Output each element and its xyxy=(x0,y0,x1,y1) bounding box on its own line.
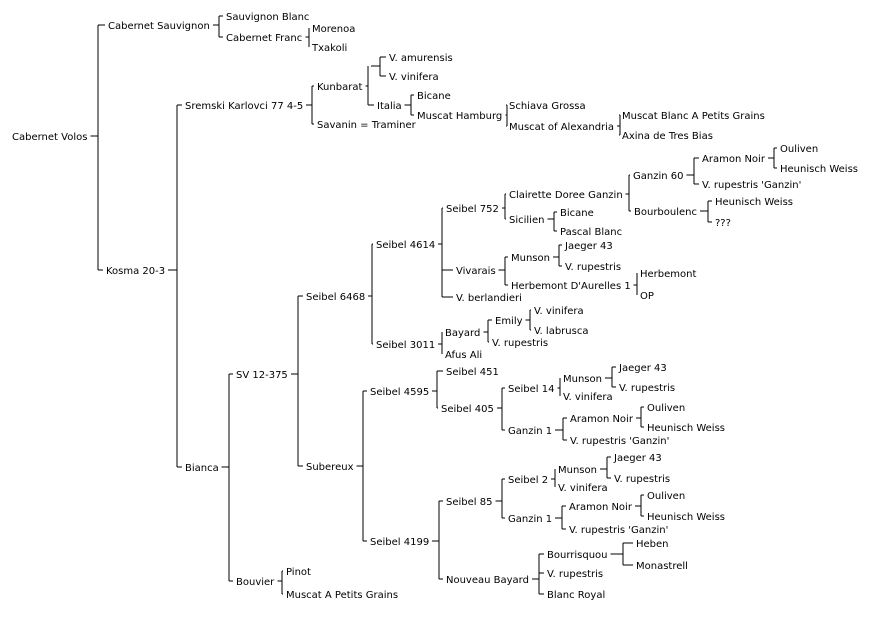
node-v-rupestris: V. rupestris xyxy=(492,338,548,349)
node-cabernet-volos: Cabernet Volos xyxy=(12,132,87,143)
node-bianca: Bianca xyxy=(185,463,219,474)
node-axina-de-tres-bias: Axina de Tres Bias xyxy=(622,131,713,142)
node-sauvignon-blanc: Sauvignon Blanc xyxy=(226,12,309,23)
node-ganzin-60: Ganzin 60 xyxy=(633,171,683,182)
node-cabernet-franc: Cabernet Franc xyxy=(226,33,302,44)
node-heunisch-weiss: Heunisch Weiss xyxy=(647,423,725,434)
node-ganzin-1: Ganzin 1 xyxy=(508,426,552,437)
node-munson: Munson xyxy=(563,374,602,385)
node-cabernet-sauvignon: Cabernet Sauvignon xyxy=(108,21,210,32)
node-v-rupestris: V. rupestris xyxy=(614,474,670,485)
node-aramon-noir: Aramon Noir xyxy=(569,502,633,513)
node-seibel-3011: Seibel 3011 xyxy=(376,340,435,351)
node-node: ??? xyxy=(715,218,731,229)
node-bouvier: Bouvier xyxy=(236,577,275,588)
node-kosma-20-3: Kosma 20-3 xyxy=(106,266,165,277)
node-herbemont-d-aurelles-1: Herbemont D'Aurelles 1 xyxy=(511,281,631,292)
node-bourboulenc: Bourboulenc xyxy=(634,207,697,218)
node-nouveau-bayard: Nouveau Bayard xyxy=(446,575,529,586)
node-jaeger-43: Jaeger 43 xyxy=(613,453,662,464)
node-sremski-karlovci-77-4-5: Sremski Karlovci 77 4-5 xyxy=(185,101,303,112)
tree-edges xyxy=(90,15,777,595)
node-seibel-4595: Seibel 4595 xyxy=(370,387,429,398)
node-munson: Munson xyxy=(511,253,550,264)
node-italia: Italia xyxy=(377,101,402,112)
node-schiava-grossa: Schiava Grossa xyxy=(509,101,586,112)
node-seibel-14: Seibel 14 xyxy=(508,384,554,395)
node-bicane: Bicane xyxy=(560,208,594,219)
node-muscat-of-alexandria: Muscat of Alexandria xyxy=(509,122,614,133)
node-muscat-a-petits-grains: Muscat A Petits Grains xyxy=(286,590,398,601)
node-v-rupestris-ganzin: V. rupestris 'Ganzin' xyxy=(570,436,669,447)
node-heunisch-weiss: Heunisch Weiss xyxy=(647,512,725,523)
node-savanin-traminer: Savanin = Traminer xyxy=(317,120,417,131)
tree-nodes: Cabernet Volos Cabernet Sauvignon Sauvigno… xyxy=(12,12,858,601)
node-seibel-4614: Seibel 4614 xyxy=(376,240,435,251)
node-v-berlandieri: V. berlandieri xyxy=(456,293,522,304)
node-muscat-blanc-a-petits-grains: Muscat Blanc A Petits Grains xyxy=(622,111,765,122)
node-jaeger-43: Jaeger 43 xyxy=(618,363,667,374)
node-aramon-noir: Aramon Noir xyxy=(702,154,766,165)
node-clairette-doree-ganzin: Clairette Doree Ganzin xyxy=(509,190,623,201)
node-txakoli: Txakoli xyxy=(311,43,347,54)
node-ouliven: Ouliven xyxy=(647,403,685,414)
node-munson: Munson xyxy=(558,465,597,476)
node-v-rupestris: V. rupestris xyxy=(547,569,603,580)
node-bayard: Bayard xyxy=(445,328,480,339)
node-jaeger-43: Jaeger 43 xyxy=(564,241,613,252)
node-subereux: Subereux xyxy=(306,462,354,473)
node-afus-ali: Afus Ali xyxy=(445,350,482,361)
node-v-labrusca: V. labrusca xyxy=(534,326,588,337)
node-v-vinifera: V. vinifera xyxy=(563,392,613,403)
node-sv-12-375: SV 12-375 xyxy=(236,370,288,381)
node-seibel-451: Seibel 451 xyxy=(446,367,499,378)
node-v-vinifera: V. vinifera xyxy=(534,306,584,317)
node-muscat-hamburg: Muscat Hamburg xyxy=(417,111,502,122)
node-heunisch-weiss: Heunisch Weiss xyxy=(715,197,793,208)
node-ouliven: Ouliven xyxy=(647,491,685,502)
node-seibel-2: Seibel 2 xyxy=(508,475,548,486)
node-op: OP xyxy=(640,291,654,302)
node-bourrisquou: Bourrisquou xyxy=(547,550,608,561)
node-seibel-85: Seibel 85 xyxy=(446,497,492,508)
node-v-vinifera: V. vinifera xyxy=(558,483,608,494)
node-pascal-blanc: Pascal Blanc xyxy=(560,227,622,238)
node-vivarais: Vivarais xyxy=(456,266,496,277)
node-monastrell: Monastrell xyxy=(636,561,688,572)
node-v-rupestris: V. rupestris xyxy=(565,262,621,273)
node-v-rupestris: V. rupestris xyxy=(619,383,675,394)
node-herbemont: Herbemont xyxy=(640,269,696,280)
node-aramon-noir: Aramon Noir xyxy=(570,414,634,425)
node-emily: Emily xyxy=(495,316,523,327)
node-seibel-4199: Seibel 4199 xyxy=(370,537,429,548)
node-bicane: Bicane xyxy=(417,91,451,102)
node-kunbarat: Kunbarat xyxy=(317,82,362,93)
node-morenoa: Morenoa xyxy=(312,24,355,35)
node-seibel-405: Seibel 405 xyxy=(441,404,494,415)
node-v-amurensis: V. amurensis xyxy=(389,53,453,64)
node-v-vinifera: V. vinifera xyxy=(389,72,439,83)
node-heben: Heben xyxy=(636,539,669,550)
node-pinot: Pinot xyxy=(286,567,311,578)
node-sicilien: Sicilien xyxy=(509,215,544,226)
node-ouliven: Ouliven xyxy=(780,144,818,155)
node-seibel-6468: Seibel 6468 xyxy=(306,292,365,303)
node-ganzin-1: Ganzin 1 xyxy=(508,514,552,525)
node-blanc-royal: Blanc Royal xyxy=(547,590,605,601)
node-v-rupestris-ganzin: V. rupestris 'Ganzin' xyxy=(569,525,668,536)
node-v-rupestris-ganzin: V. rupestris 'Ganzin' xyxy=(702,180,801,191)
node-heunisch-weiss: Heunisch Weiss xyxy=(780,164,858,175)
node-seibel-752: Seibel 752 xyxy=(446,204,499,215)
